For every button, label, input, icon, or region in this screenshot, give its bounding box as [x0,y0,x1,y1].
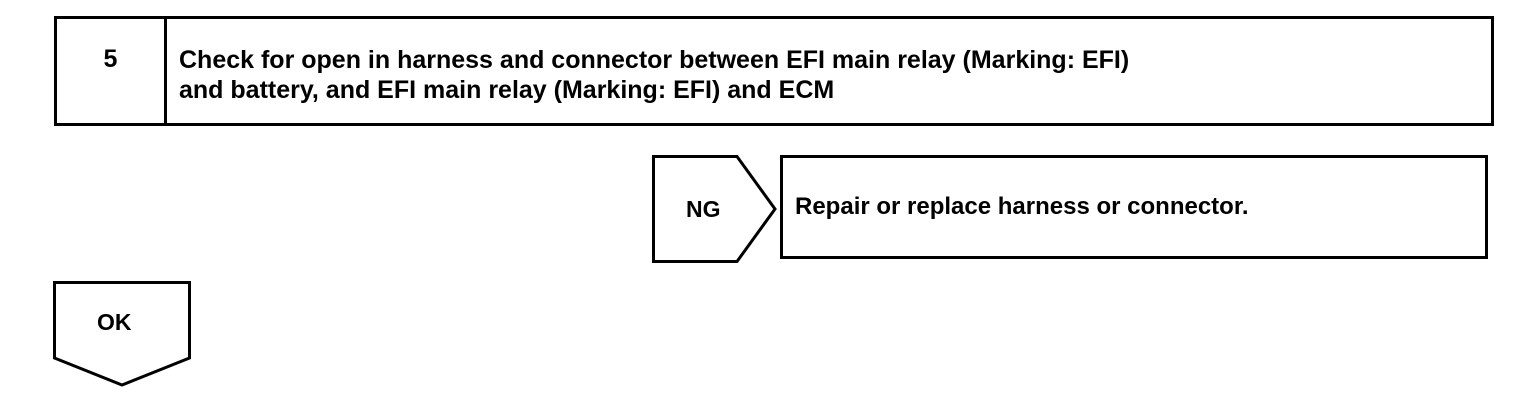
step-box: 5 Check for open in harness and connecto… [54,16,1494,126]
step-title-line-2: and battery, and EFI main relay (Marking… [179,76,835,104]
ok-arrow-shape [53,281,191,387]
ng-action-text: Repair or replace harness or connector. [795,193,1249,220]
step-title-line-1: Check for open in harness and connector … [179,46,1130,74]
ok-label: OK [97,309,132,335]
ng-arrow-shape [652,155,777,263]
step-title: Check for open in harness and connector … [167,19,1491,123]
step-number: 5 [57,19,167,123]
ng-action-box: Repair or replace harness or connector. [780,155,1488,259]
ng-label: NG [686,196,721,222]
